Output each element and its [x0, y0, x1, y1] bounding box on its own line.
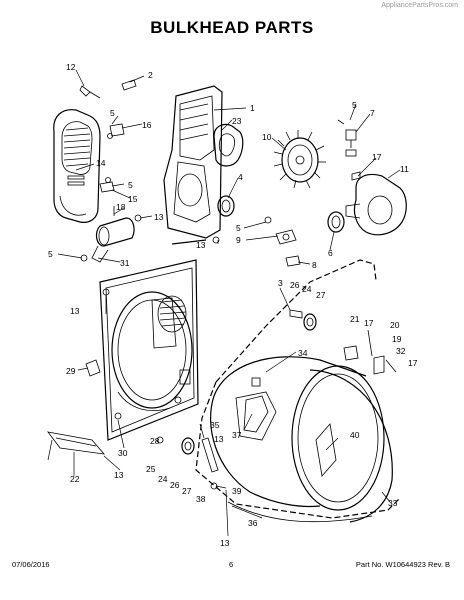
- callout-21: 21: [350, 314, 360, 324]
- dryer-drum: [210, 356, 385, 511]
- callout-19: 19: [392, 334, 402, 344]
- callout-30: 30: [118, 448, 128, 458]
- callout-18: 18: [116, 202, 126, 212]
- watermark: AppliancePartsPros.com: [381, 2, 458, 9]
- callout-23: 23: [232, 116, 242, 126]
- thermostat-hardware-upper: [337, 119, 361, 181]
- callout-36: 36: [248, 518, 258, 528]
- callout-14: 14: [96, 158, 106, 168]
- clip-8: [285, 255, 301, 267]
- callout-17: 17: [372, 152, 382, 162]
- callout-10: 10: [262, 132, 272, 142]
- callout-13: 13: [154, 212, 164, 222]
- callout-34: 34: [298, 348, 308, 358]
- page-title: BULKHEAD PARTS: [150, 18, 314, 37]
- callout-4: 4: [238, 172, 243, 182]
- callout-26: 26: [170, 480, 180, 490]
- screws: [80, 133, 272, 302]
- drum-roller-rear: [289, 309, 317, 331]
- duct-seal: [213, 123, 244, 167]
- footer-part-number: Part No. W10644923 Rev. B: [355, 560, 450, 569]
- callout-5: 5: [236, 223, 241, 233]
- callout-labels: 12 2 1 23 5 16 5 7 10 14 5 15 17 11 4 18…: [48, 62, 418, 548]
- callout-40: 40: [350, 430, 360, 440]
- blower-housing: [345, 173, 407, 236]
- callout-28: 28: [150, 436, 160, 446]
- callout-24: 24: [158, 474, 168, 484]
- callout-2: 2: [148, 70, 153, 80]
- callout-12: 12: [66, 62, 76, 72]
- callout-31: 31: [120, 258, 130, 268]
- drum-belt: [227, 501, 373, 523]
- callout-38: 38: [196, 494, 206, 504]
- callout-32: 32: [396, 346, 406, 356]
- callout-9: 9: [236, 235, 241, 245]
- blower-wheel: [273, 130, 326, 189]
- callout-17: 17: [364, 318, 374, 328]
- callout-15: 15: [128, 194, 138, 204]
- callout-5: 5: [110, 108, 115, 118]
- callout-35: 35: [210, 420, 220, 430]
- callout-17: 17: [408, 358, 418, 368]
- lint-filter-housing: [53, 109, 101, 223]
- callout-26: 26: [290, 280, 300, 290]
- front-bulkhead-duct: [163, 85, 223, 245]
- callout-13: 13: [220, 538, 230, 548]
- callout-5: 5: [48, 249, 53, 259]
- callout-13: 13: [114, 470, 124, 480]
- callout-25: 25: [146, 464, 156, 474]
- callout-33: 33: [388, 498, 398, 508]
- seal-ring-4: [217, 195, 235, 217]
- callout-11: 11: [400, 164, 409, 174]
- callout-20: 20: [390, 320, 400, 330]
- callout-6: 6: [328, 248, 333, 258]
- footer-page-number: 6: [229, 560, 234, 569]
- callout-27: 27: [316, 290, 326, 300]
- callout-8: 8: [312, 260, 317, 270]
- callout-leader-lines: [47, 69, 401, 537]
- footer-date: 07/06/2016: [12, 560, 50, 569]
- drum-seal: [309, 369, 393, 523]
- callout-1: 1: [250, 103, 255, 113]
- seal-ring-6: [327, 211, 345, 233]
- callout-22: 22: [70, 474, 80, 484]
- idler-bracket: [275, 229, 297, 245]
- callout-5: 5: [128, 180, 133, 190]
- drum-lamp-assembly: [91, 206, 135, 263]
- callout-24: 24: [302, 284, 312, 294]
- callout-5: 5: [352, 100, 357, 110]
- drum-outline: [215, 259, 377, 383]
- callout-13: 13: [214, 434, 224, 444]
- callout-27: 27: [182, 486, 192, 496]
- callout-37: 37: [232, 430, 242, 440]
- front-bulkhead-frame: [99, 259, 199, 441]
- thermostat-hardware-lower: [343, 329, 397, 375]
- callout-16: 16: [142, 120, 152, 130]
- callout-13: 13: [196, 240, 206, 250]
- toe-panel-cover: [47, 431, 105, 455]
- callout-29: 29: [66, 366, 76, 376]
- callout-7: 7: [370, 108, 375, 118]
- drum-roller-front: [156, 436, 219, 490]
- screw-and-clip-hardware: [79, 79, 137, 99]
- callout-3: 3: [278, 278, 283, 288]
- callout-13: 13: [70, 306, 80, 316]
- callout-39: 39: [232, 486, 242, 496]
- leveling-foot: [85, 359, 101, 377]
